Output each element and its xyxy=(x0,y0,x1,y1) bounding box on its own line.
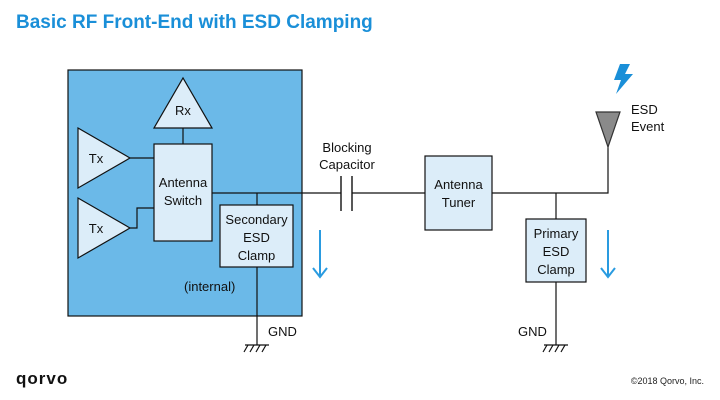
left-esd-current-arrow xyxy=(312,230,328,279)
tx-bottom-label: Tx xyxy=(89,221,104,236)
gnd-right-label: GND xyxy=(518,324,547,339)
lightning-bolt-icon xyxy=(614,64,633,94)
antenna-switch-block xyxy=(153,143,213,242)
gnd-left-label: GND xyxy=(268,324,297,339)
secondary-esd-clamp-block xyxy=(219,204,294,268)
page-title: Basic RF Front-End with ESD Clamping xyxy=(16,12,373,33)
ground-right-icon xyxy=(542,344,568,353)
secondary-clamp-label-2: ESD xyxy=(243,230,270,245)
tx-bottom-wire xyxy=(130,207,154,229)
tx-top-amplifier xyxy=(77,126,132,190)
tx-top-label: Tx xyxy=(89,151,104,166)
antenna-tuner-label-2: Tuner xyxy=(442,195,476,210)
antenna-tuner-block xyxy=(424,155,493,231)
signal-line-tuner-antenna xyxy=(492,146,609,194)
rx-label: Rx xyxy=(175,103,191,118)
tx-bottom-amplifier xyxy=(77,196,132,260)
right-esd-current-arrow xyxy=(600,230,616,279)
ground-left-icon xyxy=(243,344,269,353)
antenna-icon xyxy=(595,111,621,149)
internal-note: (internal) xyxy=(184,279,235,294)
secondary-clamp-label-1: Secondary xyxy=(225,212,288,227)
esd-event-label-1: ESD xyxy=(631,102,658,117)
primary-clamp-label-3: Clamp xyxy=(537,262,575,277)
blocking-capacitor-label-1: Blocking xyxy=(322,140,371,155)
antenna-switch-label-1: Antenna xyxy=(159,175,208,190)
copyright-text: ©2018 Qorvo, Inc. xyxy=(631,376,704,386)
primary-esd-clamp-block xyxy=(525,218,587,283)
esd-event-label-2: Event xyxy=(631,119,665,134)
antenna-switch-label-2: Switch xyxy=(164,193,202,208)
secondary-clamp-label-3: Clamp xyxy=(238,248,276,263)
primary-clamp-label-1: Primary xyxy=(534,226,579,241)
blocking-capacitor-label-2: Capacitor xyxy=(319,157,375,172)
antenna-tuner-label-1: Antenna xyxy=(434,177,483,192)
qorvo-logo: qorvo xyxy=(16,369,68,388)
primary-clamp-label-2: ESD xyxy=(543,244,570,259)
